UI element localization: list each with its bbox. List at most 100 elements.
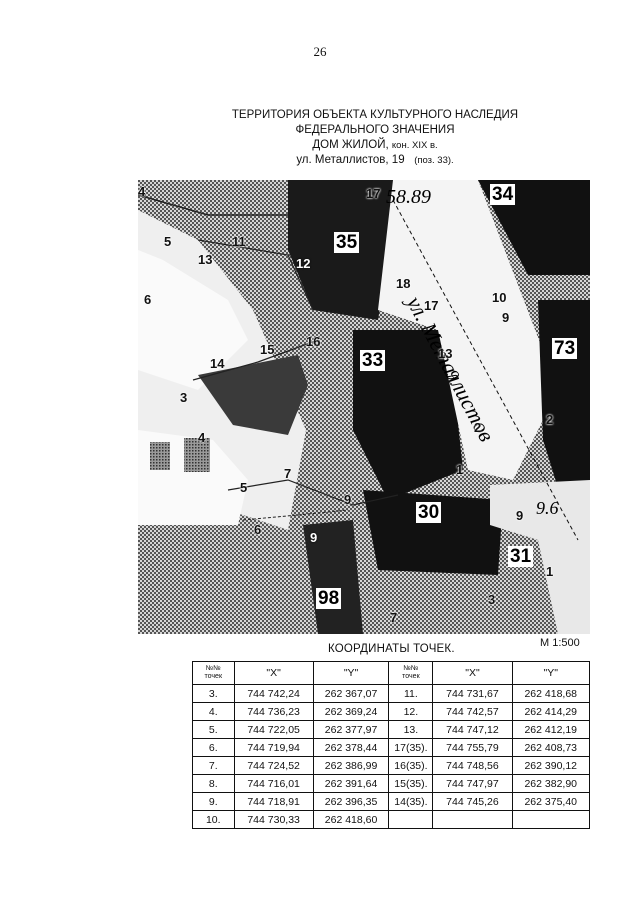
boundary-line-2 [192,339,319,381]
elevation-label-1: 58.89 [386,186,431,208]
point-number: 4. [192,702,235,721]
coord-y: 262 378,44 [312,738,390,757]
table-row: 9. 744 718,91 262 396,35 14(35). 744 745… [192,792,591,811]
street-axis [392,199,579,541]
point-number: 7. [192,756,235,775]
title-position: (поз. 33). [414,155,454,166]
coordinates-title: КООРДИНАТЫ ТОЧЕК. [328,643,455,655]
title-object-date: кон. XIX в. [391,140,438,151]
boundary-line-1 [197,239,314,311]
coord-y: 262 375,40 [511,792,591,811]
block-label-35: 35 [334,232,360,253]
header-x: "X" [432,661,513,685]
point-number: 5. [192,720,235,739]
point-label: 7 [390,610,398,625]
table-row: 5. 744 722,05 262 377,97 13. 744 747,12 … [192,720,591,739]
lower-street-band [490,480,590,634]
point-label: 2 [474,420,482,435]
coord-x: 744 742,57 [432,702,513,721]
header-y: "Y" [511,661,591,685]
point-label: 4 [138,184,146,199]
point-label: 6 [144,292,152,307]
coord-x: 744 730,33 [233,810,314,829]
coord-x: 744 722,05 [233,720,314,739]
coord-y [511,810,591,829]
coord-y: 262 369,24 [312,702,390,721]
point-label: 15 [260,342,275,357]
coord-x: 744 719,94 [233,738,314,757]
point-number: 17(35). [388,738,434,757]
title-address: ул. Металлистов, 19 [296,154,405,166]
coord-x: 744 736,23 [233,702,314,721]
point-label: 3 [180,390,188,405]
coord-x: 744 724,52 [233,756,314,775]
block-label-30: 30 [416,502,442,523]
coord-x: 744 716,01 [233,774,314,793]
map-scale: М 1:500 [540,637,580,649]
block-label-98: 98 [316,588,342,609]
point-label: 17 [366,186,381,201]
table-row: 6. 744 719,94 262 378,44 17(35). 744 755… [192,738,591,757]
boundary-line-top [138,194,288,216]
point-label: 11 [232,234,246,249]
point-number: 3. [192,684,235,703]
point-number: 15(35). [388,774,434,793]
coord-x [432,810,513,829]
point-number: 16(35). [388,756,434,775]
coord-y: 262 367,07 [312,684,390,703]
point-number: 12. [388,702,434,721]
dark-parcel [198,355,308,435]
point-label: 1 [456,462,464,477]
block-label-73: 73 [552,338,578,359]
table-row: 4. 744 736,23 262 369,24 12. 744 742,57 … [192,702,591,721]
table-row: 7. 744 724,52 262 386,99 16(35). 744 748… [192,756,591,775]
coord-y: 262 408,73 [511,738,591,757]
header-point-number: №№ точек [388,661,434,685]
point-label: 17 [424,298,439,313]
title-line-4: ул. Металлистов, 19 (поз. 33). [180,153,570,168]
point-label: 9 [344,492,352,507]
boundary-line-4 [242,509,349,521]
coord-x: 744 755,79 [432,738,513,757]
coord-x: 744 718,91 [233,792,314,811]
point-number [388,810,434,829]
point-label: 1 [546,564,554,579]
point-label: 5 [164,234,172,249]
building-33 [353,330,463,500]
header-point-number: №№ точек [192,661,235,685]
coord-y: 262 377,97 [312,720,390,739]
point-label: 14 [210,356,225,371]
coord-y: 262 391,64 [312,774,390,793]
point-label: 9 [516,508,524,523]
table-row: 8. 744 716,01 262 391,64 15(35). 744 747… [192,774,591,793]
point-label: 4 [198,430,206,445]
coord-y: 262 386,99 [312,756,390,775]
point-label: 13 [438,346,453,361]
table-header-row: №№ точек "X" "Y" №№ точек "X" "Y" [192,661,591,685]
point-label: 16 [306,334,321,349]
point-label: 7 [284,466,292,481]
point-label: 9 [310,530,318,545]
cadastral-map: 34 35 33 73 30 31 98 ул. Металлистов 58.… [138,180,590,634]
white-parcel [138,250,248,390]
header-y: "Y" [312,661,390,685]
coord-y: 262 414,29 [511,702,591,721]
coord-y: 262 396,35 [312,792,390,811]
coord-y: 262 382,90 [511,774,591,793]
point-number: 14(35). [388,792,434,811]
small-shed-2 [184,438,210,472]
table-row: 10. 744 730,33 262 418,60 [192,810,591,829]
coord-x: 744 745,26 [432,792,513,811]
boundary-line-3 [227,479,399,506]
header-x: "X" [233,661,314,685]
title-line-1: ТЕРРИТОРИЯ ОБЪЕКТА КУЛЬТУРНОГО НАСЛЕДИЯ [231,109,519,121]
point-label: 12 [296,256,311,271]
building-30 [363,490,503,575]
point-label: 9 [502,310,510,325]
coord-x: 744 742,24 [233,684,314,703]
point-label: 2 [546,412,554,427]
point-number: 13. [388,720,434,739]
point-number: 11. [388,684,434,703]
point-number: 9. [192,792,235,811]
block-label-33: 33 [360,350,386,371]
